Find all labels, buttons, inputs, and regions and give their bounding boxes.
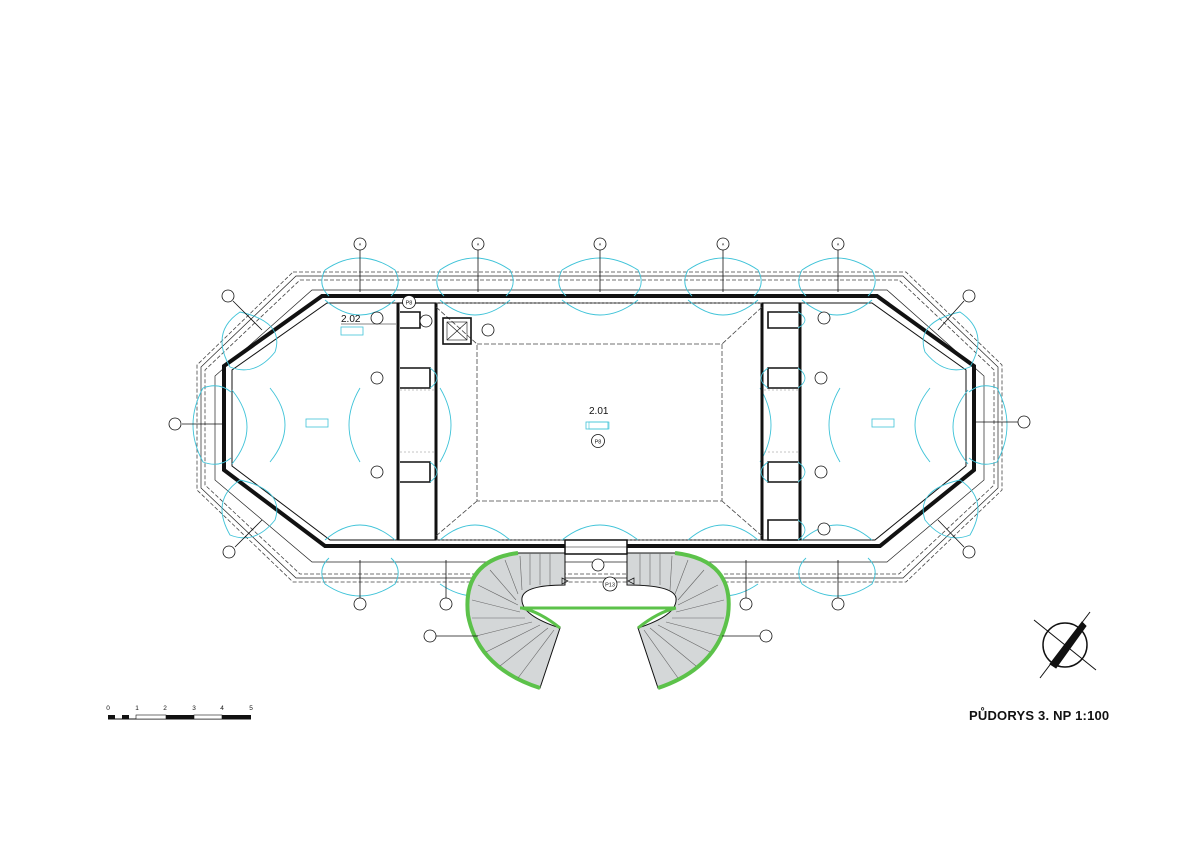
shaft-hatch [442,317,472,345]
window-openings [192,257,1008,597]
svg-text:A: A [837,243,840,247]
corridor-hatching [400,302,798,541]
niche-swings [429,311,806,541]
perimeter-wall [222,294,976,548]
cornice-outline [200,275,999,579]
stair-tag: P13 [602,576,618,592]
room-201-number: 2.01 [589,406,609,417]
cross-walls [396,302,802,541]
scale-label-1: 1 [135,705,139,712]
svg-text:A: A [359,243,362,247]
staircase-right [626,551,731,690]
stair-landing [520,539,676,610]
room-201-floor-tag: P8 [595,440,602,446]
north-arrow-icon [1033,611,1097,679]
scale-label-5: 5 [249,705,253,712]
room-202-number: 2.02 [341,314,361,325]
svg-text:A: A [477,243,480,247]
room-label-202: 2.02 P8 [341,295,416,325]
window-callouts [168,237,1031,643]
outer-facade-outline [196,271,1003,583]
scale-bar: 0 1 2 3 4 5 [106,705,253,720]
staircase-left [465,551,566,690]
room-202-floor-tag: P8 [406,301,413,307]
scale-label-3: 3 [192,705,196,712]
svg-text:A: A [722,243,725,247]
drawing-title: PŮDORYS 3. NP 1:100 [969,708,1110,723]
wall-niches [400,311,798,541]
scale-label-4: 4 [220,705,224,712]
stair-tag-text: P13 [605,583,615,589]
room-label-201: 2.01 P8 [588,406,610,448]
central-skylight-outline [435,306,763,537]
svg-text:A: A [599,243,602,247]
scale-label-2: 2 [163,705,167,712]
scale-label-0: 0 [106,705,110,712]
